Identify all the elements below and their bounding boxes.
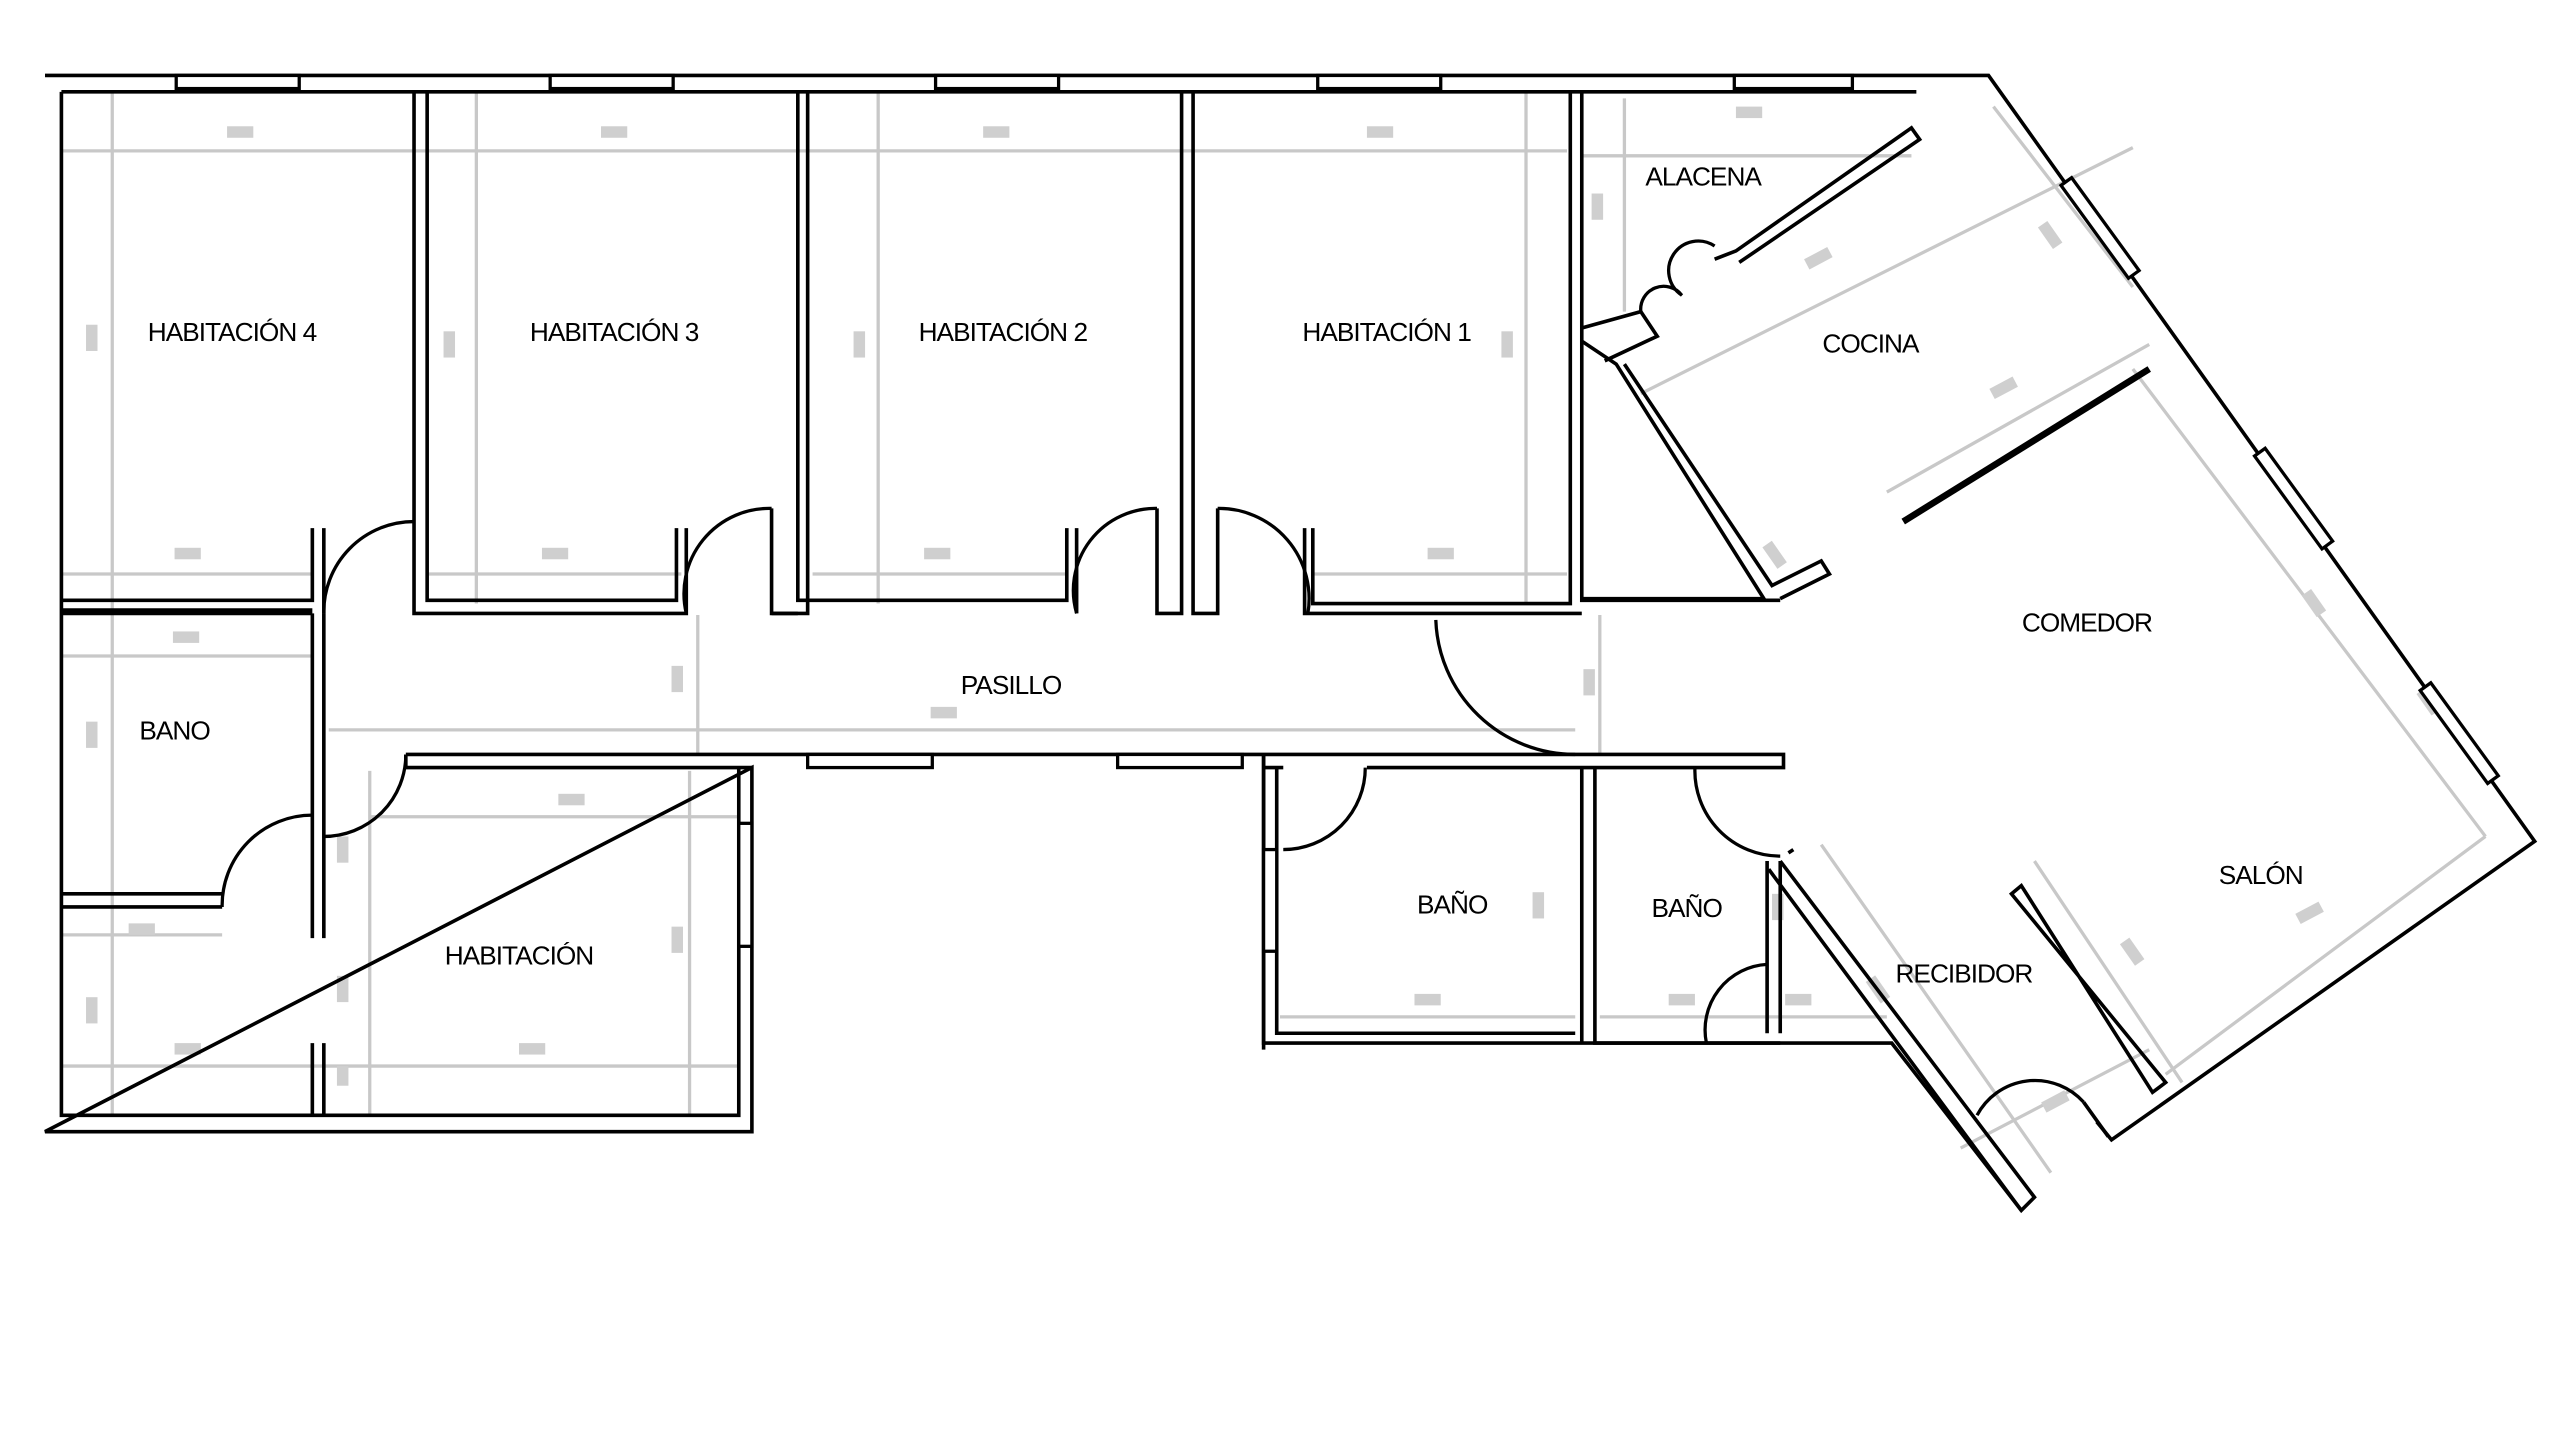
dimension-lines [61,91,2487,1174]
label-pasillo: PASILLO [961,670,1062,700]
doors [220,239,2085,1117]
label-comedor: COMEDOR [2022,607,2152,637]
walls [44,73,2538,1214]
label-bano-mid: BAÑO [1417,890,1488,920]
windows [174,73,2501,953]
label-recibidor: RECIBIDOR [1895,958,2032,988]
label-cocina: COCINA [1822,329,1920,359]
room-labels: HABITACIÓN 4 HABITACIÓN 3 HABITACIÓN 2 H… [139,161,2303,988]
label-alacena: ALACENA [1645,161,1762,191]
label-bano-right: BAÑO [1652,893,1723,923]
label-habitacion-1: HABITACIÓN 1 [1302,317,1471,347]
label-salon: SALÓN [2219,860,2303,890]
label-habitacion: HABITACIÓN [445,940,594,970]
label-habitacion-2: HABITACIÓN 2 [919,317,1088,347]
label-habitacion-3: HABITACIÓN 3 [530,317,699,347]
label-habitacion-4: HABITACIÓN 4 [148,317,317,347]
label-bano-left: BANO [139,716,210,746]
